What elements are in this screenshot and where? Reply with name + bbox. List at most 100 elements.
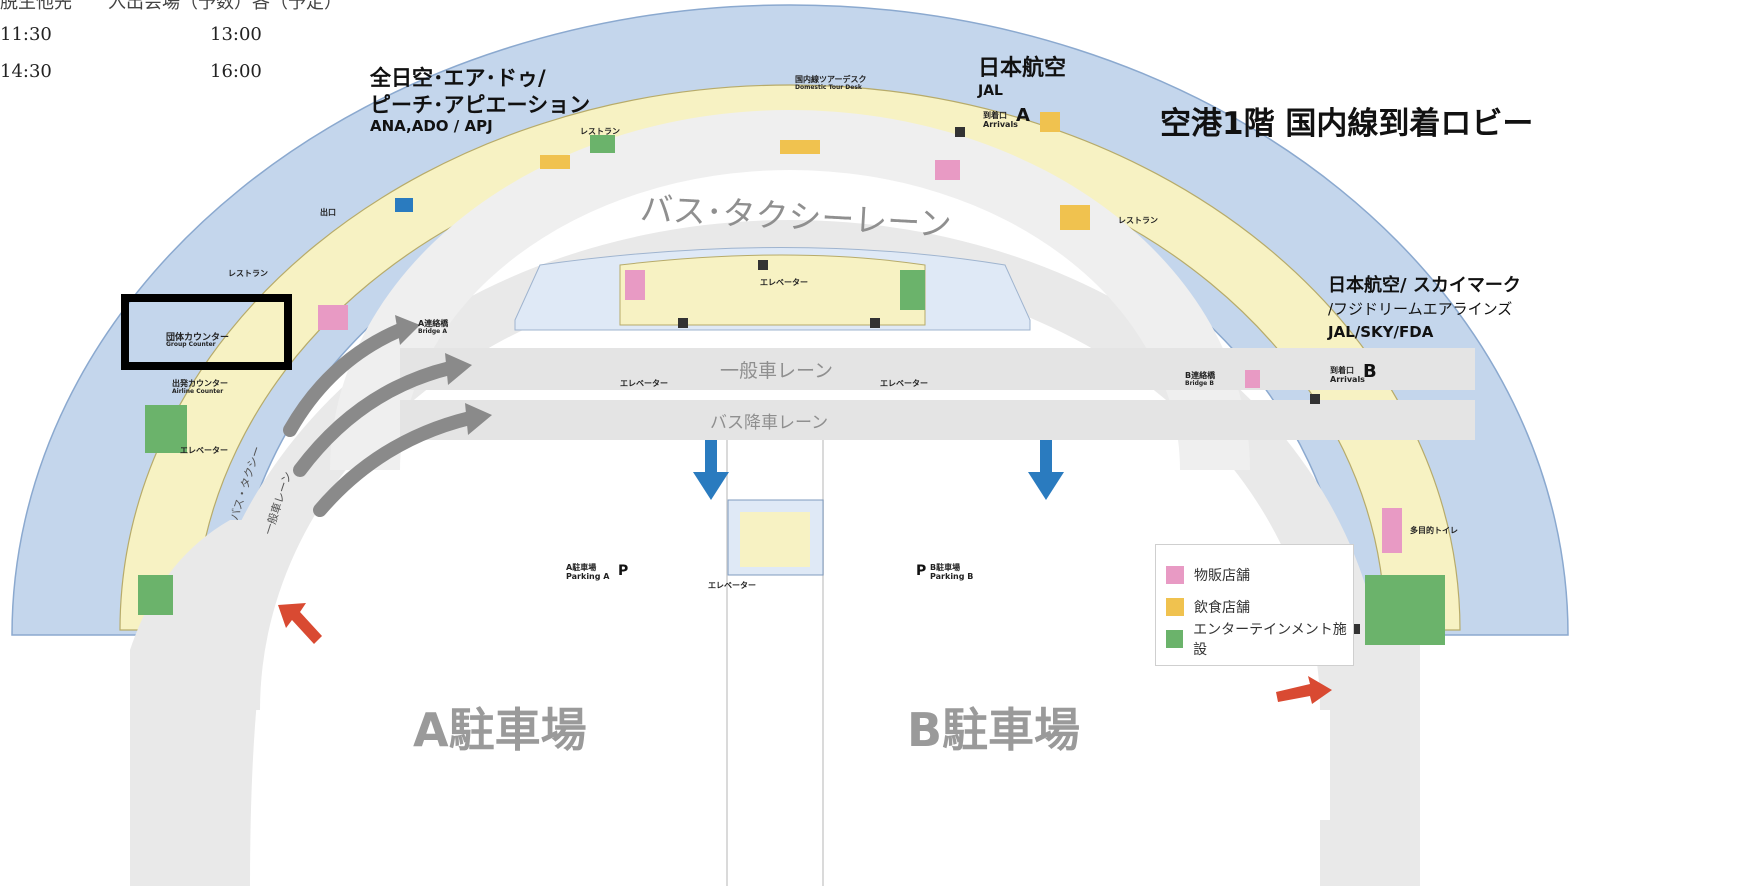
shop-green [900,270,925,310]
blue-arrows [693,440,1064,500]
shop-pink [935,160,960,180]
timetable-row: 11:30 13:00 [0,24,262,45]
airline-right-line1: 日本航空/ スカイマーク [1328,275,1521,296]
arrivals-b-letter: B [1363,361,1377,382]
shop-pink [318,305,348,330]
tour-desk-label-en: Domestic Tour Desk [795,84,862,91]
departure-counter-label-en: Airline Counter [172,388,224,395]
restaurant-label: レストラン [228,269,268,278]
elevator-label: エレベーター [760,278,808,287]
exit-icons [678,127,1360,634]
exit-label: 出口 [320,208,336,217]
timetable-cell: 11:30 [0,24,52,45]
red-arrows [278,603,1332,704]
bridge-b-label: B連絡橋 [1185,371,1216,380]
flow-arrowhead [395,315,420,345]
timetable-cell: 14:30 [0,61,52,82]
road-band-outer [195,220,1385,710]
shop-pink [1382,508,1402,553]
flow-arrowheads [395,315,492,435]
parking-b-label: B駐車場 [907,703,1081,757]
elevator-label: エレベーター [620,379,668,388]
shop-green [1365,575,1445,645]
flow-arrows [283,323,477,517]
central-concourse [619,254,926,326]
exit-icon [678,318,688,328]
legend-item-entertainment: エンターテインメント施設 [1156,622,1353,658]
blue-arrow-shaft [1040,440,1052,475]
shop-pink [1245,370,1260,388]
group-counter-label: 団体カウンター [166,333,230,343]
red-arrow-left [278,603,322,644]
restaurant-label: レストラン [1118,216,1158,225]
shop-orange [540,155,570,169]
parking-a-p: P [618,563,629,579]
legend-item-retail: 物販店舗 [1156,563,1250,587]
legend-label: 物販店舗 [1194,568,1250,584]
tour-desk-label: 国内線ツアーデスク [795,75,867,84]
airline-left-line1: 全日空･エア･ドゥ/ [370,66,546,90]
flow-arrowhead [445,353,472,385]
shop-orange [780,140,820,154]
arrivals-a-en: Arrivals [983,120,1018,129]
timetable-cell: 13:00 [210,24,262,45]
airline-top-line1: 日本航空 [978,56,1067,81]
airline-left-line3: ANA,ADO / APJ [370,117,493,135]
timetable-cell: 16:00 [210,61,262,82]
flow-arrow [293,361,457,477]
airline-right-line3: JAL/SKY/FDA [1328,323,1434,341]
shop-orange [1040,112,1060,132]
bus-taxi-ring [330,110,1250,470]
arrivals-b-jp: 到着口 [1330,366,1354,375]
flow-arrowhead [465,403,492,435]
toilet-label: 多目的トイレ [1410,526,1458,535]
arrivals-a-jp: 到着口 [983,111,1007,120]
road-stub-left [205,820,225,886]
shop-green [145,405,187,453]
info-blue [395,198,413,212]
flow-arrow [313,411,477,517]
shop-green [138,575,173,615]
parking-a-label: A駐車場 [413,703,587,757]
bridge-a-label-en: Bridge A [418,328,447,335]
exit-icon [1310,394,1320,404]
legend-label: エンターテインメント施設 [1193,622,1347,658]
flow-arrow [283,323,407,437]
red-arrow-right [1276,676,1332,704]
legend-label: 飲食店舗 [1194,600,1250,616]
timetable-row: 14:30 16:00 [0,61,262,82]
parking-b-p: P [916,563,927,579]
bridge-a-label: A連絡橋 [418,319,449,328]
exit-icon [955,127,965,137]
group-counter-highlight [121,294,292,370]
departure-counter-label: 出発カウンター [172,379,228,388]
bus-drop-lane-strip [400,400,1475,440]
shop-pink [625,270,645,300]
map-legend: 物販店舗 飲食店舗 エンターテインメント施設 [1155,544,1354,666]
general-lane-strip [400,348,1475,390]
bus-drop-lane-label: バス降車レーン [710,413,829,433]
exit-icon [1350,624,1360,634]
arrivals-a-letter: A [1016,105,1030,126]
road-stub-right [1320,820,1350,886]
parking-b-small: B駐車場 [930,563,961,572]
blue-arrow-shaft [705,440,717,475]
shop-orange [1060,205,1090,230]
restaurant-label: レストラン [580,127,620,136]
airline-left-line2: ピーチ･アピエーション [370,93,591,117]
shop-blocks [138,112,1445,645]
airline-top-line2: JAL [978,83,1003,99]
blue-arrow-head [1028,472,1064,500]
blue-arrow-head [693,472,729,500]
elevator-label: エレベーター [180,446,228,455]
parking-building-inner [740,512,810,567]
legend-swatch [1166,630,1184,648]
parking-b-small-en: Parking B [930,572,974,581]
exit-icon [758,260,768,270]
airline-right-line2: /フジドリームエアラインズ [1328,300,1513,318]
shop-green [590,135,615,153]
legend-swatch [1166,598,1184,616]
parking-a-small-en: Parking A [566,572,610,581]
